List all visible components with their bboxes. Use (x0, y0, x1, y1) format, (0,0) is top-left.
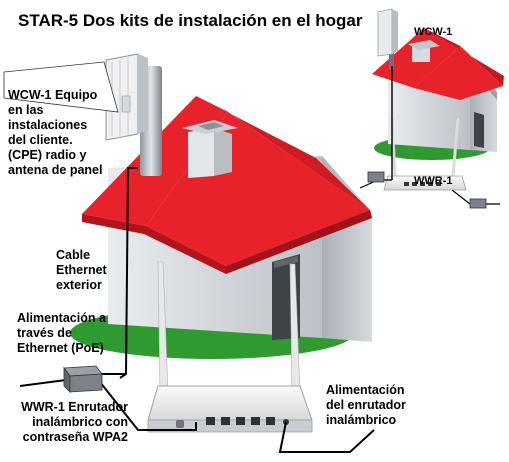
router-body (147, 385, 313, 421)
cpe-callout-pointer (3, 61, 119, 113)
cpe-label: WCW-1 Equipo en las instalaciones del cl… (8, 88, 103, 177)
router-lan-port (206, 417, 215, 425)
ethernet-cables (19, 167, 375, 453)
router-power-cord (278, 421, 375, 453)
outdoor-ethernet-cable (119, 167, 138, 379)
small-router-power-adapter (469, 198, 487, 209)
small-wwr1-router (383, 117, 467, 191)
small-poe-injector (367, 171, 385, 183)
router-ethernet-cable (99, 381, 197, 431)
router-wan-port (266, 417, 275, 425)
big-wwr1-router (147, 261, 313, 433)
small-cables (359, 66, 500, 209)
small-wcw1-label: WCW-1 (414, 26, 453, 38)
router-lan-port (236, 417, 245, 425)
router-power-label: Alimentación del enrutador inalámbrico (326, 383, 406, 427)
poe-power-cord (19, 379, 67, 387)
big-house-chimney (188, 128, 214, 178)
router-lan-port (251, 417, 260, 425)
router-label: WWR-1 Enrutador inalámbrico con contrase… (21, 400, 128, 444)
outdoor-cable-label: Cable Ethernet exterior (56, 248, 107, 292)
diagram-title: STAR-5 Dos kits de instalación en el hog… (18, 11, 363, 30)
big-wcw1-radio (105, 53, 162, 176)
router-lan-port (221, 417, 230, 425)
small-house (372, 28, 504, 160)
small-house-door (474, 112, 484, 148)
small-wwr1-label: WWR-1 (414, 175, 453, 187)
poe-label: Alimentación a través de Ethernet (PoE) (17, 311, 106, 355)
small-wcw1-radio (377, 8, 398, 70)
poe-injector (63, 365, 103, 393)
